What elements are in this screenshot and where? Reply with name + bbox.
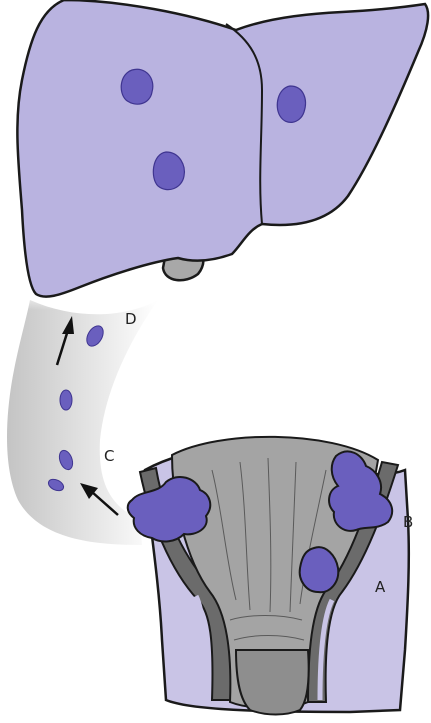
label-b: B — [403, 515, 413, 530]
liver-tumor-1 — [121, 69, 153, 104]
liver-outline — [17, 0, 428, 297]
liver-tumor-2 — [277, 86, 305, 122]
liver — [17, 0, 428, 297]
rectum — [128, 437, 409, 715]
label-c: C — [104, 449, 114, 464]
label-a: A — [375, 580, 385, 595]
anal-canal — [236, 650, 309, 715]
rectal-tumor-right-lower — [300, 547, 339, 592]
liver-tumor-3 — [153, 152, 184, 190]
rectal-tumor-left — [128, 477, 211, 542]
tumor-embolus-2 — [60, 390, 72, 410]
label-d: D — [125, 312, 137, 327]
